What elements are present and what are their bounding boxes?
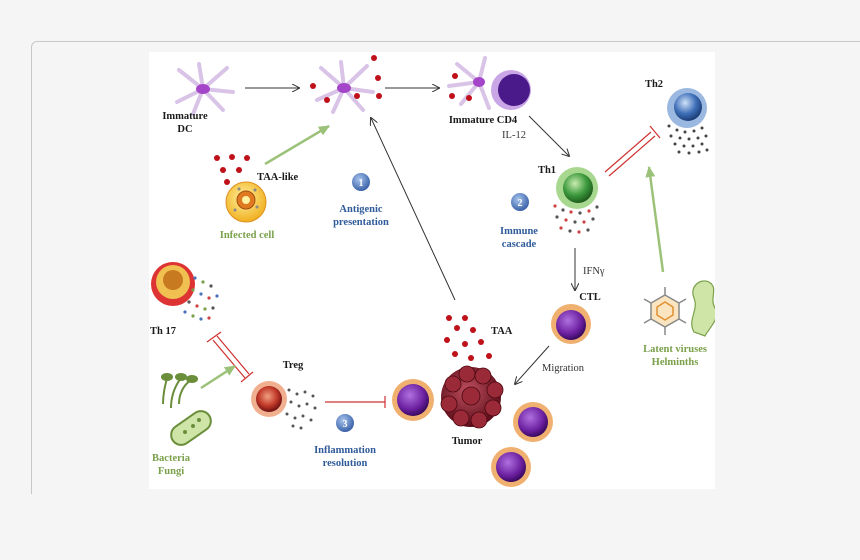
label-treg: Treg <box>283 360 304 371</box>
label-th1: Th1 <box>538 165 556 176</box>
immature-cd4-cell <box>491 70 531 110</box>
ctl-at-tumor-right <box>513 402 553 442</box>
step-3-badge: 3 <box>336 414 354 432</box>
th2-cytokines <box>667 124 709 155</box>
taa-like-antigens <box>214 154 250 185</box>
taa-antigens <box>444 315 492 361</box>
ctl-at-tumor-left <box>392 379 434 421</box>
step-3-number: 3 <box>343 419 348 430</box>
dc-cd4-contact-icon <box>447 56 491 110</box>
th1-cell <box>556 167 598 209</box>
tumor-mass <box>440 365 504 429</box>
immune-cycle-diagram: Immature DC Immature CD4 IL-12 Th2 Th1 2… <box>150 55 715 487</box>
label-fungi: Fungi <box>158 466 184 477</box>
fungi-icon <box>161 373 198 409</box>
treg-cytokines <box>285 388 317 430</box>
treg-cell <box>251 381 287 417</box>
arrow-infected-to-dc <box>264 124 330 166</box>
step-2-number: 2 <box>518 198 523 209</box>
inhibit-th2-th1 <box>604 125 661 177</box>
arrow-ctl-migration <box>515 345 550 384</box>
label-inflammation-2: resolution <box>323 458 368 469</box>
antigen-loaded-dc-icon <box>310 55 382 114</box>
arrow-microbes-to-treg <box>200 364 236 390</box>
label-migration: Migration <box>542 363 585 374</box>
label-immature-cd4: Immature CD4 <box>449 115 518 126</box>
th17-cytokines <box>183 276 219 321</box>
arrow-tumor-to-dc <box>371 118 456 301</box>
helminth-icon <box>691 280 715 337</box>
label-infected-cell: Infected cell <box>220 230 275 241</box>
th2-cell <box>667 88 707 128</box>
label-il12: IL-12 <box>502 130 526 141</box>
step-2-badge: 2 <box>511 193 529 211</box>
arrow-cd4-to-th1 <box>528 115 569 156</box>
label-ifng: IFNγ <box>583 266 605 277</box>
inhibit-treg-tumor <box>325 396 386 408</box>
step-1-number: 1 <box>359 178 364 189</box>
label-bacteria: Bacteria <box>152 453 191 464</box>
label-immune-2: cascade <box>502 239 537 250</box>
label-th2: Th2 <box>645 79 663 90</box>
infected-cell-icon <box>225 181 267 223</box>
label-tumor: Tumor <box>452 436 483 447</box>
label-antigenic-2: presentation <box>333 217 389 228</box>
th17-cell <box>151 262 195 306</box>
immature-dc-icon <box>175 62 235 116</box>
label-antigenic-1: Antigenic <box>339 204 383 215</box>
label-latent-2: Helminths <box>652 357 699 368</box>
label-th17: Th 17 <box>150 326 176 337</box>
diagram-panel: Immature DC Immature CD4 IL-12 Th2 Th1 2… <box>149 52 715 489</box>
label-taa: TAA <box>491 326 513 337</box>
ctl-cell <box>551 304 591 344</box>
label-inflammation-1: Inflammation <box>314 445 376 456</box>
label-immune-1: Immune <box>500 226 538 237</box>
th1-cytokines <box>553 204 599 234</box>
inhibit-treg-th17 <box>206 331 254 383</box>
label-ctl: CTL <box>579 292 601 303</box>
virus-icon <box>643 287 687 335</box>
label-immature-dc-2: DC <box>177 124 192 135</box>
label-immature-dc-1: Immature <box>162 111 208 122</box>
ctl-at-tumor-bottom <box>491 447 531 487</box>
label-taa-like: TAA-like <box>257 172 299 183</box>
step-1-badge: 1 <box>352 173 370 191</box>
bacteria-icon <box>170 410 212 446</box>
arrow-latent-to-th2 <box>645 166 665 273</box>
label-latent-1: Latent viruses <box>643 344 707 355</box>
